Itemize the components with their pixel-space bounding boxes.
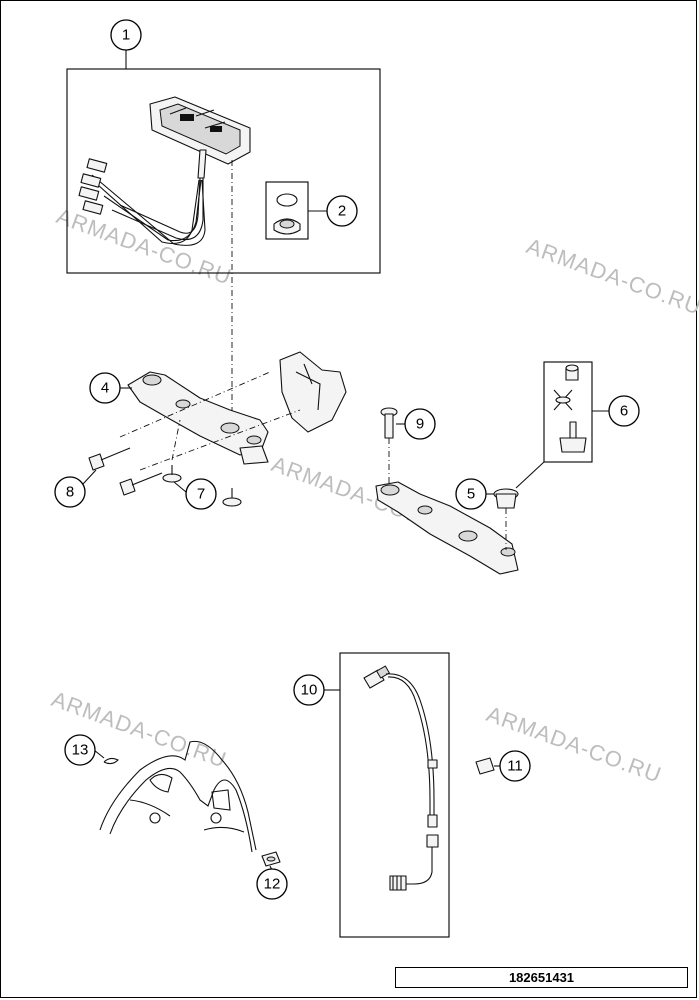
callout-6: 6 <box>608 395 640 427</box>
svg-text:5: 5 <box>467 486 475 503</box>
watermarks: ARMADA-CO.RU ARMADA-CO.RU ARMADA-CO.RU A… <box>48 203 699 788</box>
clip-ring <box>103 757 119 765</box>
svg-text:13: 13 <box>72 742 89 759</box>
leader-13 <box>93 749 105 759</box>
assembly-axis-4 <box>171 419 181 461</box>
item-1-group-box <box>66 68 381 274</box>
item-6-box <box>543 361 593 463</box>
assembly-axis-2 <box>119 371 271 438</box>
mounting-bracket <box>127 351 347 465</box>
svg-text:11: 11 <box>507 758 523 775</box>
seal-and-grommet <box>273 193 301 235</box>
svg-text:1: 1 <box>122 27 130 44</box>
callout-10: 10 <box>293 674 325 706</box>
leader-8 <box>82 469 97 485</box>
leader-6b <box>515 461 545 489</box>
callout-1: 1 <box>110 19 142 51</box>
svg-text:9: 9 <box>416 416 424 433</box>
callout-13: 13 <box>64 734 96 766</box>
part-number-box: 182651431 <box>395 967 688 988</box>
assembly-axis-3 <box>139 409 301 471</box>
callout-7: 7 <box>185 478 217 510</box>
callout-4: 4 <box>89 372 121 404</box>
svg-text:6: 6 <box>620 403 628 420</box>
svg-text:8: 8 <box>66 484 74 501</box>
leader-7 <box>173 481 187 493</box>
callout-5: 5 <box>455 478 487 510</box>
svg-text:2: 2 <box>338 203 346 220</box>
speedometer-unit <box>78 96 251 246</box>
nut <box>261 851 281 867</box>
watermark-2: ARMADA-CO.RU <box>523 233 699 320</box>
svg-text:12: 12 <box>264 876 281 893</box>
svg-text:4: 4 <box>101 380 109 397</box>
bolt <box>380 407 398 439</box>
washers <box>162 465 242 507</box>
speed-sensor-cable <box>363 665 439 891</box>
screws <box>88 447 163 496</box>
rubber-mount <box>493 488 519 509</box>
svg-text:7: 7 <box>197 486 205 503</box>
callout-9: 9 <box>404 408 436 440</box>
callout-11: 11 <box>499 750 531 782</box>
mount-kit <box>553 364 587 453</box>
cable-clip <box>475 757 495 775</box>
item-10-box <box>339 652 450 938</box>
svg-text:10: 10 <box>301 682 318 699</box>
lower-bracket <box>375 481 519 575</box>
callout-12: 12 <box>256 868 288 900</box>
callout-8: 8 <box>54 476 86 508</box>
headlight-frame <box>99 740 257 853</box>
callout-2: 2 <box>326 195 358 227</box>
